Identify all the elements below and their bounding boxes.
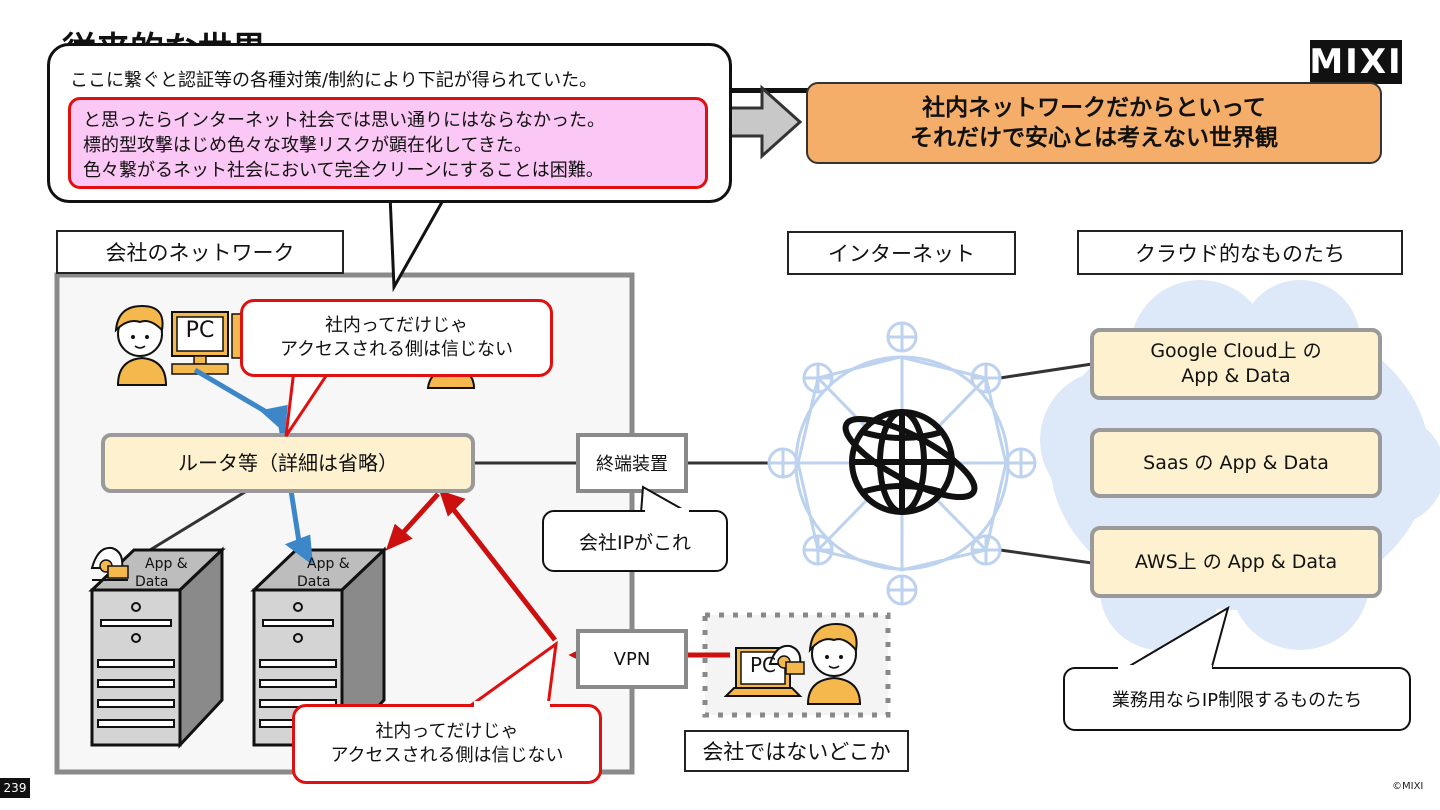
router-box: ルータ等（詳細は省略） (101, 433, 475, 493)
worldview-line-2: それだけで安心とは考えない世界観 (910, 125, 1278, 151)
callout-text: ここに繋ぐと認証等の各種対策/制約により下記が得られていた。 (70, 70, 598, 91)
pc-monitor-icon (171, 311, 243, 375)
company-ip-callout: 会社IPがこれ (542, 510, 728, 572)
company-ip-tail-mask (645, 508, 689, 513)
ip-restrict-callout: 業務用ならIP制限するものたち (1063, 667, 1411, 731)
trust-top-line-1: 社内ってだけじゃ (324, 314, 469, 336)
vpn-box: VPN (576, 629, 688, 689)
top-callout: ここに繋ぐと認証等の各種対策/制約により下記が得られていた。 と思ったらインター… (47, 43, 732, 203)
company-network-label: 会社のネットワーク (56, 230, 344, 274)
internet-label: インターネット (787, 231, 1016, 275)
red-callout-tail-bottom (465, 640, 558, 708)
cloud-label: クラウド的なものたち (1077, 230, 1403, 275)
worldview-box: 社内ネットワークだからといって それだけで安心とは考えない世界観 (806, 82, 1382, 164)
trust-bottom-tail-mask (474, 701, 550, 707)
globe-icon (842, 409, 978, 515)
cloud-item-saas: Saas の App & Data (1090, 428, 1382, 498)
grey-arrow-icon (718, 84, 803, 160)
server-2-label: App & Data (297, 555, 350, 591)
server-2-label-line-2: Data (297, 574, 331, 590)
trust-callout-bottom: 社内ってだけじゃ アクセスされる側は信じない (292, 704, 602, 784)
red-callout-tail (284, 370, 332, 437)
logo-text: MIXI (1309, 42, 1403, 82)
trust-bottom-line-1: 社内ってだけじゃ (375, 720, 519, 742)
person-icon (806, 622, 862, 705)
callout-tail (388, 195, 448, 293)
laptop-pc-label: PC (749, 653, 777, 677)
server-1 (88, 546, 226, 749)
trust-top-line-2: アクセスされる側は信じない (279, 339, 514, 360)
hacker-icon (768, 644, 805, 675)
trust-callout-top: 社内ってだけじゃ アクセスされる側は信じない (240, 299, 553, 377)
server-2-label-line-1: App & (307, 556, 350, 572)
outside-label: 会社ではないどこか (684, 730, 909, 772)
pink-line-3: 色々繋がるネット社会において完全クリーンにすることは困難。 (83, 160, 604, 181)
google-line-1: Google Cloud上 の (1150, 340, 1322, 363)
page-number: 239 (0, 778, 30, 798)
pink-note: と思ったらインターネット社会では思い通りにはならなかった。 標的型攻撃はじめ色々… (68, 97, 708, 189)
pink-line-1: と思ったらインターネット社会では思い通りにはならなかった。 (83, 110, 605, 131)
terminal-device-box: 終端装置 (576, 433, 688, 493)
pink-line-2: 標的型攻撃はじめ色々な攻撃リスクが顕在化してきた。 (83, 135, 532, 156)
trust-bottom-line-2: アクセスされる側は信じない (330, 745, 564, 766)
ip-restrict-tail-mask (1118, 665, 1212, 670)
server-1-label: App & Data (135, 555, 188, 591)
mixi-logo: MIXI (1309, 40, 1403, 84)
google-line-2: App & Data (1181, 365, 1291, 387)
server-2 (250, 546, 388, 749)
worldview-line-1: 社内ネットワークだからといって (922, 95, 1266, 121)
cloud-item-google: Google Cloud上 の App & Data (1090, 328, 1382, 400)
cloud-item-aws: AWS上 の App & Data (1090, 526, 1382, 598)
blue-access-arrow (193, 367, 313, 566)
server-1-label-line-1: App & (145, 556, 188, 572)
title-underline (730, 88, 820, 93)
hacker-icon (90, 546, 129, 581)
pc-label: PC (185, 318, 215, 343)
person-icon (114, 304, 168, 386)
node-icon (767, 321, 1037, 606)
server-1-label-line-2: Data (135, 574, 169, 590)
copyright: ©MIXI (1392, 781, 1424, 792)
